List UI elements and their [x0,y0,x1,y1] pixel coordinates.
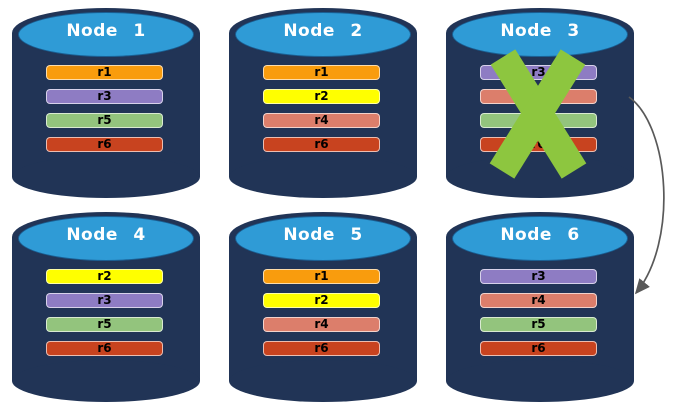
node-1-label: Node 1 [66,21,146,41]
node-3-replica-list: r3 r4 r5 r6 [480,65,597,161]
cylinder-top-ellipse [452,216,628,261]
replica-bar: r4 [263,317,380,332]
replica-bar: r3 [46,89,163,104]
node-1-cylinder: Node 1 r1 r3 r5 r6 [12,8,200,198]
replica-bar: r2 [263,89,380,104]
replica-bar: r6 [46,341,163,356]
node-6-label: Node 6 [500,225,580,245]
node-4-replica-list: r2 r3 r5 r6 [46,269,163,365]
replica-bar: r5 [46,113,163,128]
replica-bar: r2 [46,269,163,284]
cylinder-bottom [446,156,634,198]
replica-bar: r6 [480,137,597,152]
cylinder-bottom [229,360,417,402]
replica-bar: r5 [46,317,163,332]
node-1-replica-list: r1 r3 r5 r6 [46,65,163,161]
node-5-replica-list: r1 r2 r4 r6 [263,269,380,365]
replica-bar: r5 [480,317,597,332]
node-2-label: Node 2 [283,21,363,41]
node-4-cylinder: Node 4 r2 r3 r5 r6 [12,212,200,402]
node-2-cylinder: Node 2 r1 r2 r4 r6 [229,8,417,198]
cylinder-top-ellipse [18,216,194,261]
node-6-cylinder: Node 6 r3 r4 r5 r6 [446,212,634,402]
cylinder-top-ellipse [235,216,411,261]
replica-bar: r5 [480,113,597,128]
replica-bar: r1 [263,65,380,80]
node-4-label: Node 4 [66,225,146,245]
node-5-label: Node 5 [283,225,363,245]
replica-bar: r3 [46,293,163,308]
replica-bar: r6 [263,341,380,356]
cylinder-bottom [229,156,417,198]
replica-bar: r3 [480,65,597,80]
cylinder-bottom [446,360,634,402]
cylinder-top-ellipse [235,12,411,57]
node-3-label: Node 3 [500,21,580,41]
replica-bar: r2 [263,293,380,308]
cylinder-bottom [12,360,200,402]
node-3-cylinder: Node 3 r3 r4 r5 r6 [446,8,634,198]
cylinder-bottom [12,156,200,198]
replica-bar: r3 [480,269,597,284]
node-5-cylinder: Node 5 r1 r2 r4 r6 [229,212,417,402]
replica-bar: r6 [46,137,163,152]
replica-bar: r1 [46,65,163,80]
node-6-replica-list: r3 r4 r5 r6 [480,269,597,365]
replica-bar: r4 [263,113,380,128]
node-2-replica-list: r1 r2 r4 r6 [263,65,380,161]
replica-bar: r4 [480,293,597,308]
replica-bar: r6 [263,137,380,152]
cylinder-top-ellipse [18,12,194,57]
replica-bar: r6 [480,341,597,356]
replica-bar: r4 [480,89,597,104]
replica-bar: r1 [263,269,380,284]
